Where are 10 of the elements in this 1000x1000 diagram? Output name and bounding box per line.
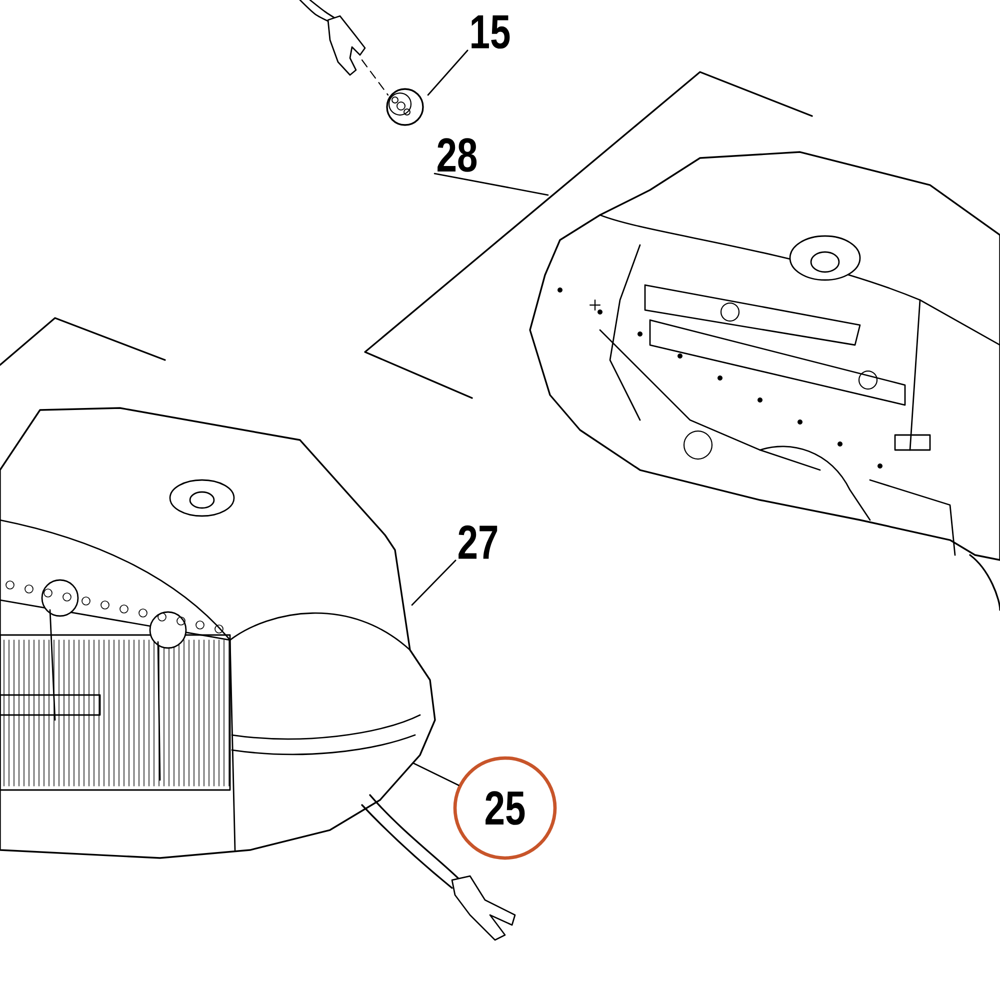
leader-line (412, 762, 460, 786)
part-drawing (529, 151, 1000, 611)
callout-number: 27 (458, 525, 498, 559)
circled-callout-number: 25 (453, 756, 557, 860)
callout-number: 15 (472, 15, 510, 49)
leader-line (427, 50, 468, 96)
callout-number: 28 (438, 138, 477, 172)
leader-line (411, 560, 456, 606)
leader-line (434, 172, 549, 196)
part-drawing (299, 0, 424, 126)
